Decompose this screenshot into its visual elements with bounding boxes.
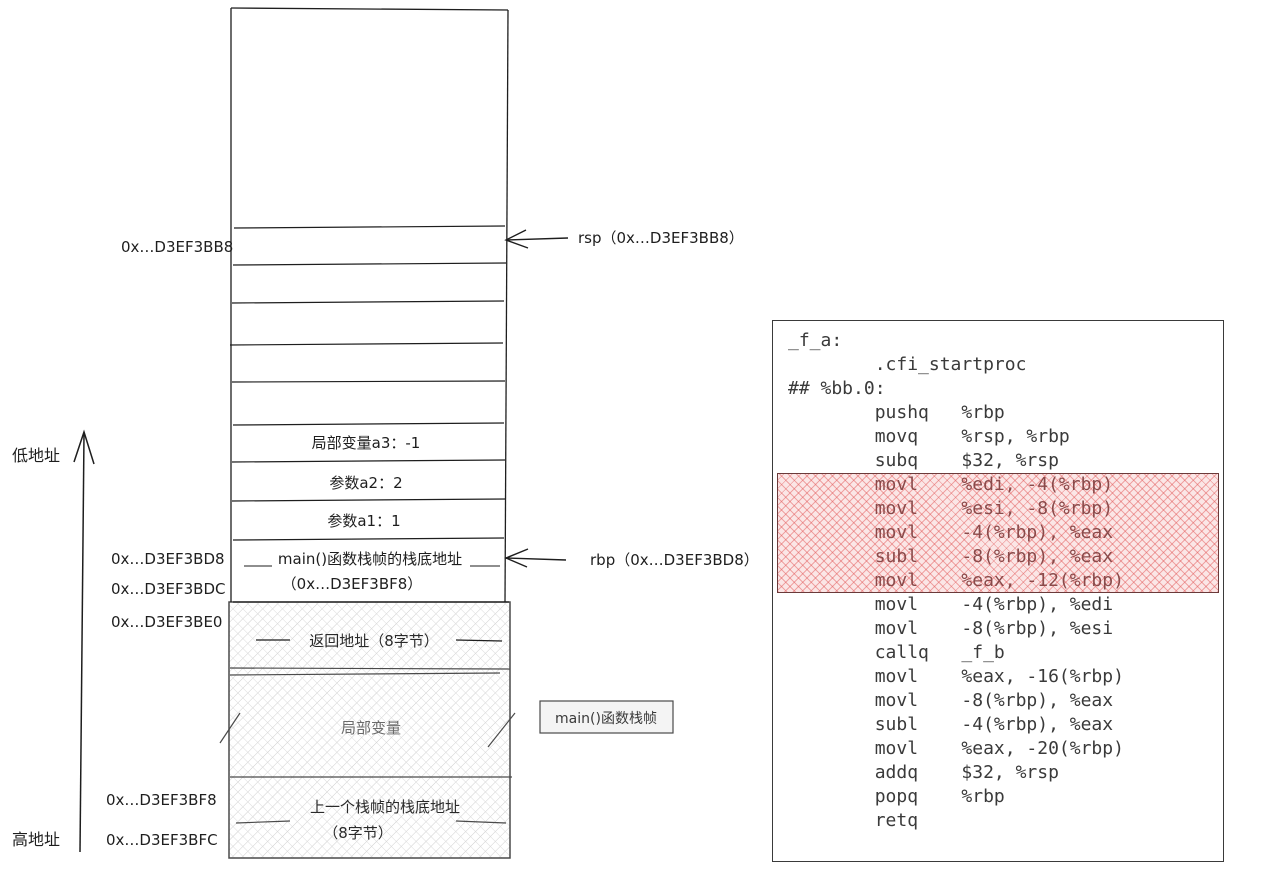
code-line: movl -4(%rbp), %edi <box>788 594 1114 615</box>
main-frame-region <box>228 601 511 859</box>
high-address-label: 高地址 <box>12 830 60 849</box>
code-line: movl %edi, -4(%rbp) <box>788 474 1114 495</box>
return-addr-ticks <box>256 639 503 642</box>
code-line: .cfi_startproc <box>788 354 1027 375</box>
highlighted-instructions <box>777 473 1219 593</box>
slot-main-base-line2: （0x…D3EF3BF8） <box>282 575 423 593</box>
code-line: movl %eax, -20(%rbp) <box>788 738 1124 759</box>
code-line: subl -8(%rbp), %eax <box>788 546 1114 567</box>
code-line: retq <box>788 810 919 831</box>
code-line: subl -4(%rbp), %eax <box>788 714 1114 735</box>
code-line: callq _f_b <box>788 642 1005 663</box>
code-line: subq $32, %rsp <box>788 450 1059 471</box>
slot-prev-base-line1: 上一个栈帧的栈底地址 <box>310 798 460 816</box>
code-line: _f_a: <box>788 330 843 351</box>
address-bd8: 0x…D3EF3BD8 <box>111 550 225 568</box>
slot-prev-base-line2: （8字节） <box>323 824 393 842</box>
code-line: movl %eax, -16(%rbp) <box>788 666 1124 687</box>
stack-slot-dividers <box>229 225 507 541</box>
address-bdc: 0x…D3EF3BDC <box>111 580 225 598</box>
slot-return-address: 返回地址（8字节） <box>309 632 439 650</box>
rbp-label: rbp（0x…D3EF3BD8） <box>590 551 759 569</box>
assembly-code-panel: _f_a: .cfi_startproc ## %bb.0: pushq %rb… <box>772 320 1224 862</box>
code-line: movl -8(%rbp), %eax <box>788 690 1114 711</box>
main-frame-label: main()函数栈帧 <box>555 711 657 727</box>
stack-column <box>230 7 509 603</box>
main-frame-label-box <box>539 700 674 734</box>
code-line: movl -8(%rbp), %esi <box>788 618 1114 639</box>
code-line: movl %eax, -12(%rbp) <box>788 570 1124 591</box>
slot-main-locals: 局部变量 <box>341 719 401 737</box>
address-bf8: 0x…D3EF3BF8 <box>106 791 217 809</box>
slot-param-a2: 参数a2：2 <box>329 474 402 492</box>
slot-local-a3: 局部变量a3：-1 <box>312 434 421 452</box>
address-bb8: 0x…D3EF3BB8 <box>121 238 233 256</box>
rsp-label: rsp（0x…D3EF3BB8） <box>578 229 744 247</box>
slot-param-a1: 参数a1：1 <box>327 512 400 530</box>
address-be0: 0x…D3EF3BE0 <box>111 613 222 631</box>
rbp-arrow <box>504 548 567 568</box>
code-line: movq %rsp, %rbp <box>788 426 1070 447</box>
address-direction-arrow <box>73 429 95 853</box>
main-frame-dividers <box>219 667 516 824</box>
slot-main-base-line1: main()函数栈帧的栈底地址 <box>278 550 462 568</box>
code-line: popq %rbp <box>788 786 1005 807</box>
low-address-label: 低地址 <box>12 446 60 465</box>
code-line: movl -4(%rbp), %eax <box>788 522 1114 543</box>
code-line: ## %bb.0: <box>788 378 886 399</box>
code-line: pushq %rbp <box>788 402 1005 423</box>
code-line: addq $32, %rsp <box>788 762 1059 783</box>
rsp-arrow <box>504 229 569 249</box>
code-line: movl %esi, -8(%rbp) <box>788 498 1114 519</box>
address-bfc: 0x…D3EF3BFC <box>106 831 218 849</box>
